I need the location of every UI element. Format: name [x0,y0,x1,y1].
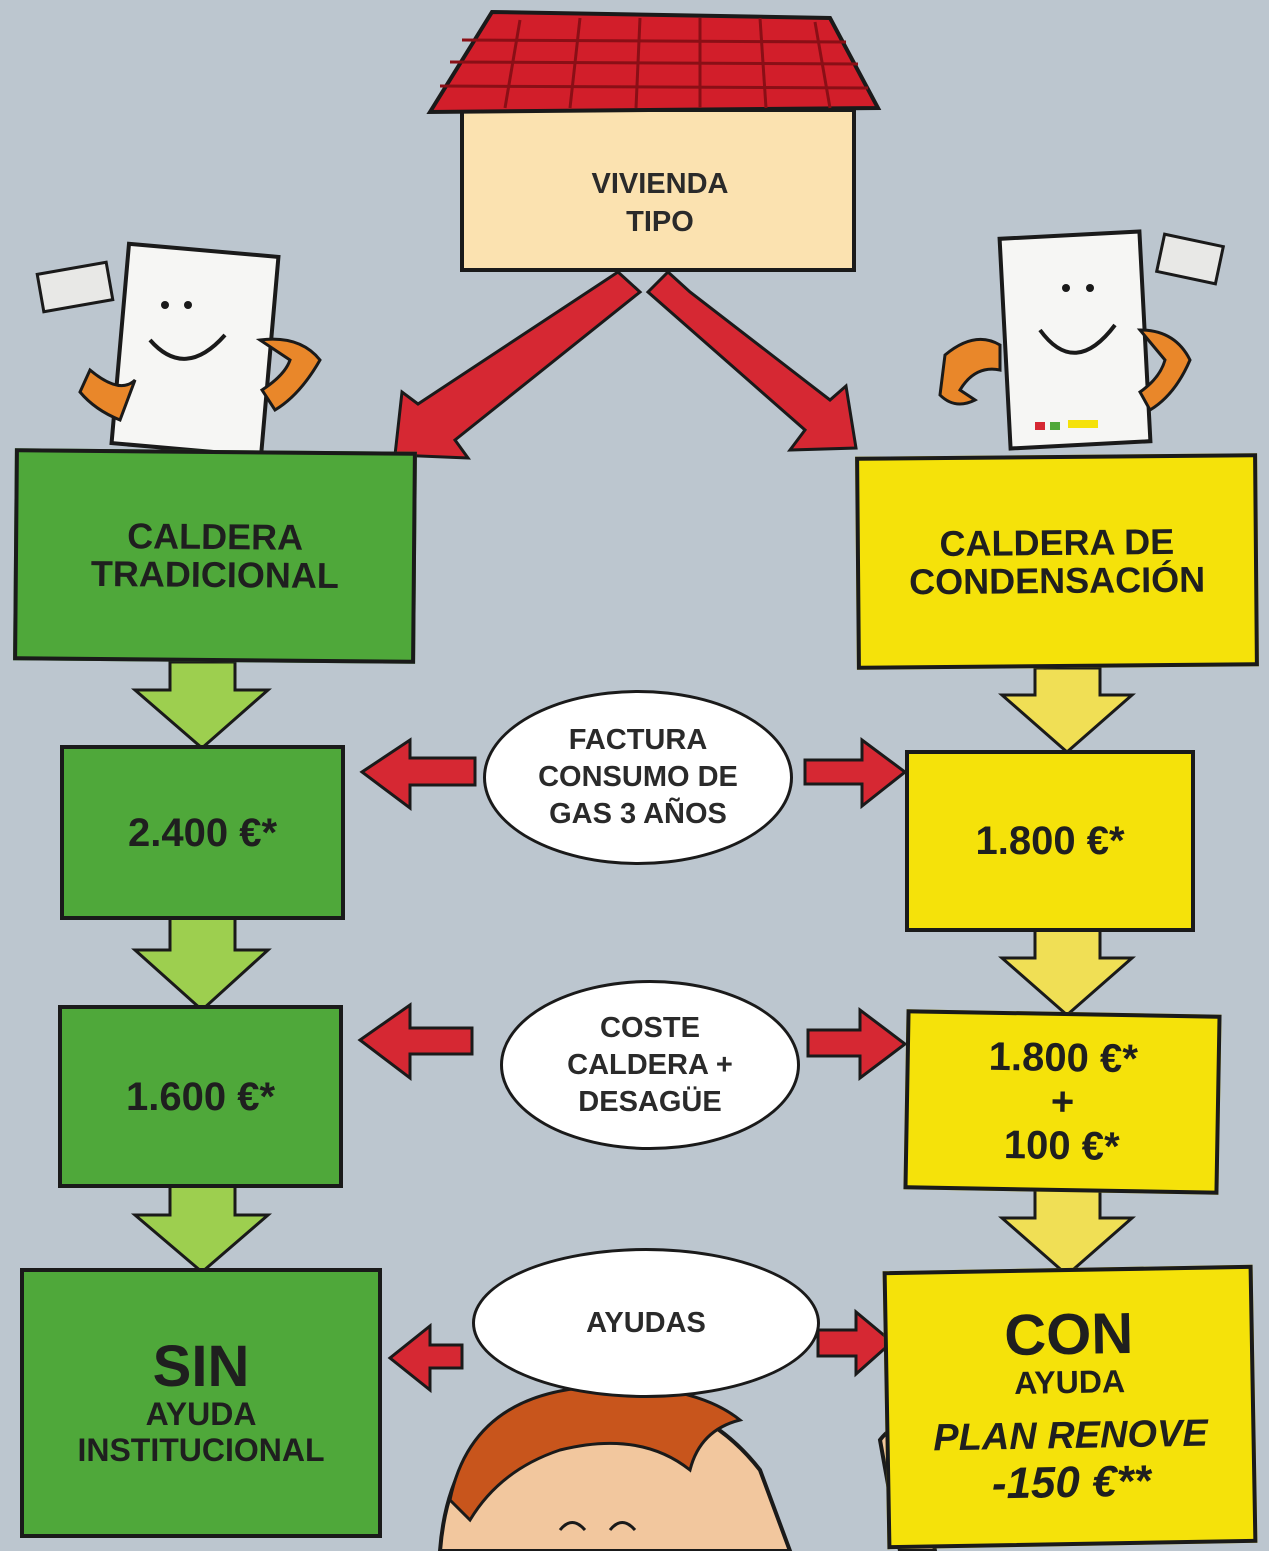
oval-cost-line2: CALDERA + [567,1048,733,1081]
traditional-boiler-cost-box: 1.600 €* [58,1005,343,1188]
traditional-title-line1: CALDERA [126,515,304,558]
arrow-gas-left [359,737,477,811]
condensing-gas-cost: 1.800 €* [975,819,1125,863]
condensing-aid-line2: AYUDA [1013,1363,1126,1401]
house-label-line1: VIVIENDA [591,168,729,200]
down-arrow-trad-3 [130,1183,273,1274]
down-arrow-cond-1 [998,666,1136,754]
arrow-house-to-traditional [393,270,643,460]
condensing-title-line2: CONDENSACIÓN [908,558,1206,602]
oval-cost-line1: COSTE [600,1011,700,1044]
traditional-aid-line3: INSTITUCIONAL [77,1432,325,1468]
condensing-aid-big: CON [1003,1300,1134,1369]
condensing-boiler-cost2: 100 €* [1003,1122,1120,1169]
condensing-aid-plan: PLAN RENOVE [932,1412,1209,1460]
arrow-aid-left [387,1322,464,1394]
down-arrow-trad-1 [130,660,272,750]
pointing-person-icon [437,1385,938,1551]
oval-gas-line3: GAS 3 AÑOS [549,798,727,830]
traditional-gas-cost: 2.400 €* [127,810,278,855]
oval-aid-line1: AYUDAS [586,1306,706,1339]
condensing-boiler-character-icon [938,229,1226,451]
down-arrow-cond-2 [998,928,1136,1017]
arrow-house-to-condensing [645,269,858,452]
arrow-gas-right [803,737,908,810]
house-label: VIVIENDA TIPO [480,165,840,241]
condensing-gas-cost-box: 1.800 €* [905,750,1195,932]
oval-boiler-cost: COSTE CALDERA + DESAGÜE [500,980,800,1150]
oval-gas-line2: CONSUMO DE [538,761,738,793]
arrow-cost-left [357,1002,474,1082]
condensing-boiler-box: CALDERA DE CONDENSACIÓN [855,453,1259,670]
traditional-aid-big: SIN [152,1334,250,1399]
condensing-aid-box: CON AYUDA PLAN RENOVE -150 €** [882,1264,1258,1550]
traditional-boiler-box: CALDERA TRADICIONAL [13,448,417,664]
oval-aid: AYUDAS [472,1248,820,1398]
traditional-title-line2: TRADICIONAL [90,552,339,597]
house-icon [426,9,882,272]
condensing-boiler-plus: + [1050,1079,1075,1125]
oval-cost-line3: DESAGÜE [578,1085,722,1118]
arrow-cost-right [806,1006,908,1082]
oval-gas-line1: FACTURA [568,724,708,756]
traditional-boiler-cost: 1.600 €* [125,1074,276,1119]
condensing-title-line1: CALDERA DE [939,520,1175,564]
traditional-aid-line2: AYUDA [145,1396,257,1432]
traditional-boiler-character-icon [35,241,322,459]
down-arrow-trad-2 [131,916,272,1013]
condensing-boiler-cost-box: 1.800 €* + 100 €* [903,1009,1222,1195]
condensing-aid-amount: -150 €** [991,1456,1152,1509]
house-label-line2: TIPO [626,206,694,238]
down-arrow-cond-3 [998,1188,1136,1277]
condensing-boiler-cost1: 1.800 €* [988,1034,1139,1082]
oval-gas-bill: FACTURA CONSUMO DE GAS 3 AÑOS [483,690,793,865]
traditional-gas-cost-box: 2.400 €* [60,745,345,920]
arrow-aid-right [816,1308,895,1378]
traditional-aid-box: SIN AYUDA INSTITUCIONAL [20,1268,382,1538]
